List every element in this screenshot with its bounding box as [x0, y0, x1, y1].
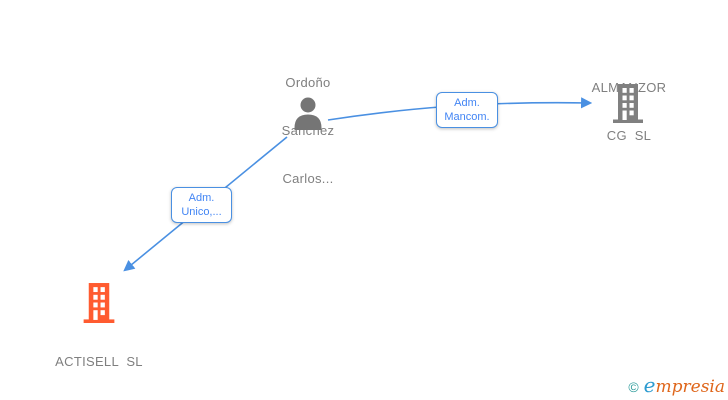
- edge-label-adm-unico[interactable]: Adm. Unico,...: [171, 187, 232, 223]
- edge-label-line2: Mancom.: [444, 111, 490, 123]
- actisell-node[interactable]: [82, 282, 116, 328]
- brand-letter-e: e: [643, 373, 656, 397]
- person-name-line3: Carlos...: [282, 171, 334, 186]
- person-name-line1: Ordoño: [285, 75, 331, 90]
- empresia-logo[interactable]: © empresia: [628, 373, 725, 397]
- brand-rest: mpresia: [655, 377, 726, 397]
- brand-wordmark: empresia: [644, 373, 725, 397]
- person-node[interactable]: [293, 97, 323, 135]
- building-icon: [613, 84, 643, 123]
- edge-label-line1: Adm.: [454, 97, 480, 109]
- almanzor-node[interactable]: [613, 83, 643, 128]
- almanzor-name-line2: CG SL: [606, 128, 652, 143]
- edge-label-line1: Adm.: [188, 192, 215, 204]
- actisell-node-name: ACTISELL SL: [47, 322, 151, 400]
- copyright-icon: ©: [628, 379, 639, 395]
- edge-label-line2: Unico,...: [181, 206, 222, 218]
- edge-label-adm-mancom[interactable]: Adm. Mancom.: [436, 92, 498, 128]
- actisell-name-label: ACTISELL SL: [55, 354, 143, 369]
- building-icon: [83, 283, 115, 323]
- person-icon: [294, 97, 322, 130]
